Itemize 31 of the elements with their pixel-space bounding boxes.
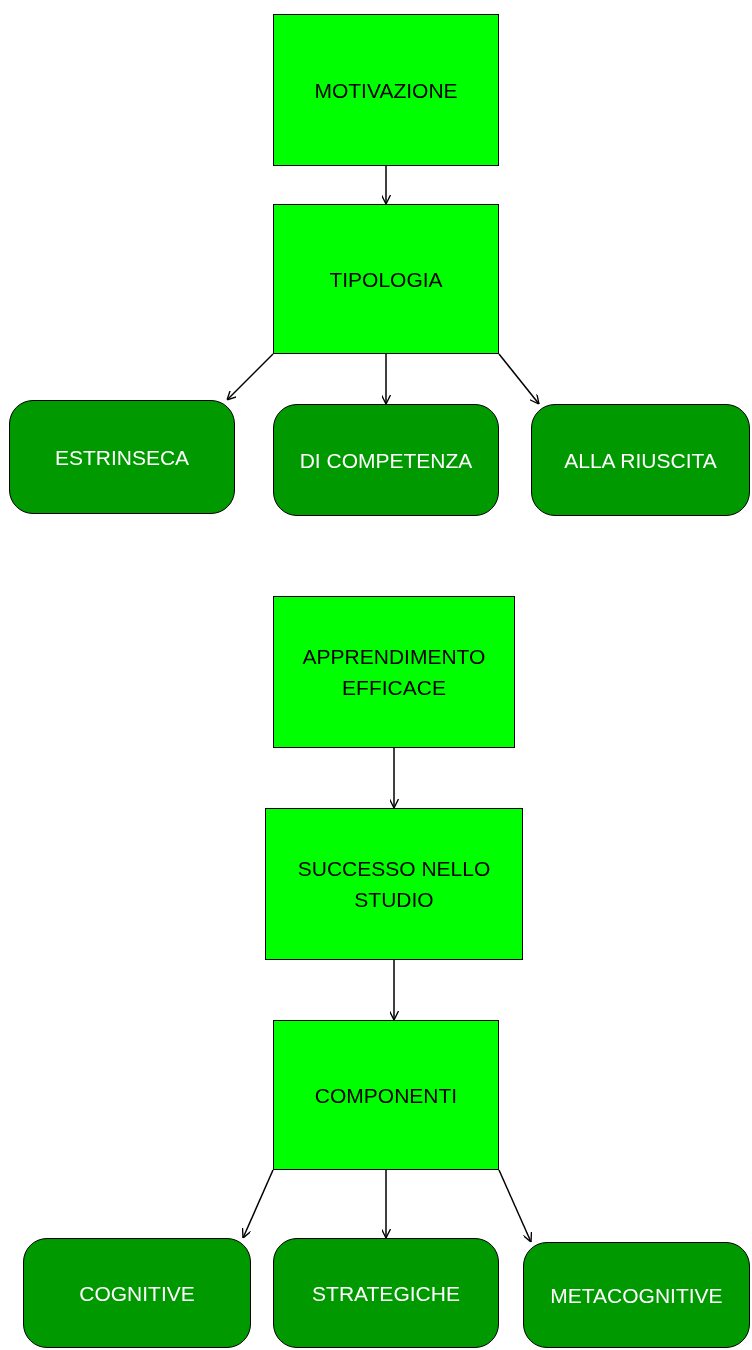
arrow — [380, 353, 392, 405]
process-box — [273, 204, 499, 354]
node-label: MOTIVAZIONE — [314, 77, 458, 104]
node-label: ALLA RIUSCITA — [564, 447, 717, 474]
arrow — [380, 1169, 392, 1239]
process-box — [273, 14, 499, 166]
node-label: SUCCESSO NELLO STUDIO — [296, 856, 492, 913]
process-box — [273, 1020, 499, 1170]
arrow — [388, 959, 400, 1021]
node-label: APPRENDIMENTO EFFICACE — [301, 644, 487, 701]
rounded-box — [531, 404, 750, 516]
node-label: TIPOLOGIA — [329, 266, 443, 293]
arrow — [380, 165, 392, 205]
rounded-box — [9, 400, 235, 514]
node-label: DI COMPETENZA — [299, 447, 473, 474]
process-box — [265, 808, 523, 960]
arrow — [498, 1169, 533, 1243]
arrow — [241, 1169, 274, 1239]
node-label: METACOGNITIVE — [550, 1282, 723, 1309]
arrow — [498, 353, 540, 405]
node-label: ESTRINSECA — [54, 444, 190, 471]
rounded-box — [273, 1238, 499, 1348]
arrow — [388, 747, 400, 809]
rounded-box — [23, 1238, 251, 1348]
arrow — [226, 353, 274, 401]
node-label: STRATEGICHE — [312, 1280, 460, 1307]
rounded-box — [273, 404, 499, 516]
node-label: COMPONENTI — [314, 1082, 458, 1109]
process-box — [273, 596, 515, 748]
rounded-box — [523, 1242, 750, 1348]
node-label: COGNITIVE — [79, 1280, 195, 1307]
